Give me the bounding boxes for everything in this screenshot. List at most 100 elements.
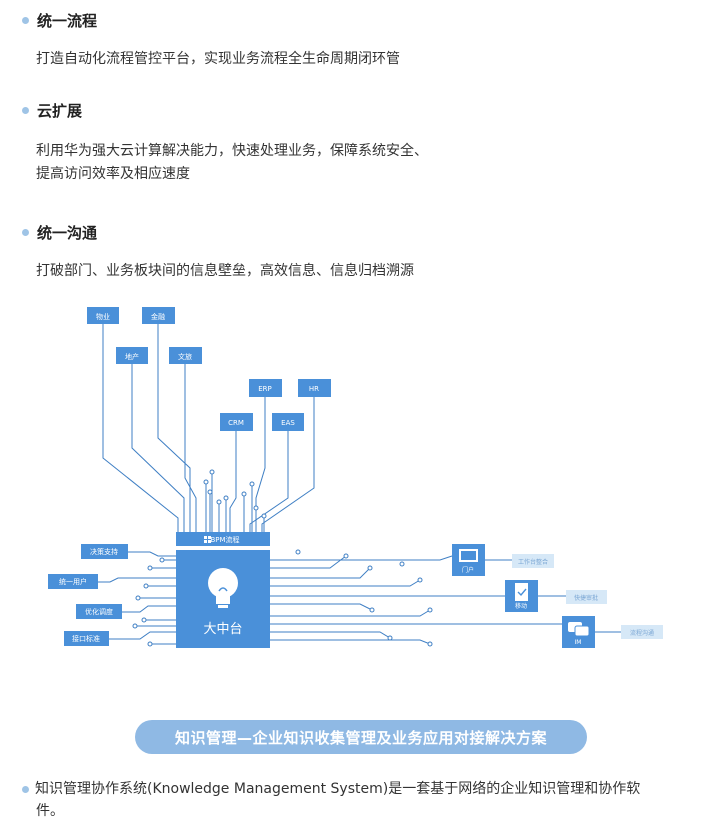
connector-node xyxy=(223,495,229,501)
right-label-chat: 流程沟通 xyxy=(621,625,663,639)
intro-line: 知识管理协作系统(Knowledge Management System)是一套… xyxy=(35,781,641,797)
connector-line xyxy=(109,631,176,640)
section-title-cloud: 云扩展 xyxy=(22,100,82,121)
section-text: 打造自动化流程管控平台，实现业务流程全生命周期闭环管 xyxy=(36,51,400,67)
svg-text:HR: HR xyxy=(309,385,319,393)
connector-node xyxy=(241,491,247,497)
svg-text:文旅: 文旅 xyxy=(178,352,192,361)
connector-line xyxy=(270,639,431,645)
svg-text:移动: 移动 xyxy=(515,602,527,610)
section-title-text: 云扩展 xyxy=(37,102,83,120)
svg-text:地产: 地产 xyxy=(125,352,139,361)
connector-line xyxy=(122,605,176,613)
architecture-diagram: 物业 金融 地产 文旅 ERP HR CRM EAS 决策支持 统一用户 优化调… xyxy=(48,307,663,648)
connector-line xyxy=(98,577,176,583)
section-title-text: 统一沟通 xyxy=(37,224,98,242)
connector-node xyxy=(135,595,141,601)
svg-text:工作台整合: 工作台整合 xyxy=(518,558,548,566)
connector-node xyxy=(147,641,153,647)
svg-text:EAS: EAS xyxy=(281,419,295,427)
connector-node xyxy=(417,577,423,583)
svg-text:CRM: CRM xyxy=(228,419,244,427)
svg-text:IM: IM xyxy=(575,639,582,646)
bpm-grid-icon xyxy=(204,536,211,543)
connector-line xyxy=(184,364,197,532)
connector-line xyxy=(270,567,371,579)
connector-node xyxy=(369,607,375,613)
connector-node xyxy=(427,641,433,647)
section-text-line: 利用华为强大云计算解决能力，快速处理业务，保障系统安全、 xyxy=(36,143,428,159)
svg-text:统一用户: 统一用户 xyxy=(59,577,87,586)
connector-node xyxy=(143,583,149,589)
top-label-crm: CRM xyxy=(220,413,253,431)
connector-line xyxy=(270,603,373,611)
connector-node xyxy=(387,635,393,641)
svg-text:优化调度: 优化调度 xyxy=(85,607,113,616)
connector-node xyxy=(367,565,373,571)
connector-line xyxy=(157,324,191,532)
portal-icon: 门户 xyxy=(452,544,485,576)
connector-node xyxy=(209,469,215,475)
left-label-interface: 接口标准 xyxy=(64,631,109,646)
section-text: 利用华为强大云计算解决能力，快速处理业务，保障系统安全、 提高访问效率及相应速度 xyxy=(36,140,428,186)
connector-node xyxy=(249,481,255,487)
connector-node xyxy=(427,607,433,613)
connector-node xyxy=(141,617,147,623)
connector-line xyxy=(229,431,237,532)
bullet-dot-icon xyxy=(22,107,29,114)
top-label-jinrong: 金融 xyxy=(142,307,175,324)
section-text-line: 提高访问效率及相应速度 xyxy=(36,166,190,182)
svg-text:快捷审批: 快捷审批 xyxy=(574,594,598,602)
svg-text:流程沟通: 流程沟通 xyxy=(630,629,654,637)
connector-line xyxy=(270,555,453,561)
intro-paragraph: 知识管理协作系统(Knowledge Management System)是一套… xyxy=(22,778,702,822)
svg-text:接口标准: 接口标准 xyxy=(72,634,100,643)
connector-node xyxy=(343,553,349,559)
connector-line xyxy=(261,397,315,532)
connector-line xyxy=(255,397,266,532)
connector-node xyxy=(147,565,153,571)
intro-line: 件。 xyxy=(36,803,64,819)
im-icon: IM xyxy=(562,616,595,648)
connector-line xyxy=(102,324,179,532)
left-label-decision: 决策支持 xyxy=(81,544,128,559)
connector-node xyxy=(399,561,405,567)
connector-line xyxy=(131,364,185,532)
connector-line xyxy=(249,431,289,532)
top-label-eas: EAS xyxy=(272,413,304,431)
left-label-user: 统一用户 xyxy=(48,574,98,589)
connector-node xyxy=(216,499,222,505)
connector-node xyxy=(295,549,301,555)
connector-line xyxy=(270,609,431,617)
connector-node xyxy=(261,513,267,519)
connector-line xyxy=(270,631,391,639)
top-label-wenlv: 文旅 xyxy=(169,347,202,364)
svg-text:金融: 金融 xyxy=(151,312,165,321)
solution-banner: 知识管理—企业知识收集管理及业务应用对接解决方案 xyxy=(135,720,587,754)
connector-line xyxy=(270,579,421,587)
connector-line xyxy=(128,551,176,557)
lightbulb-icon xyxy=(208,568,238,608)
svg-text:ERP: ERP xyxy=(258,385,272,393)
top-label-wuye: 物业 xyxy=(87,307,119,324)
bullet-dot-icon xyxy=(22,229,29,236)
right-label-workbench: 工作台整合 xyxy=(512,554,554,568)
svg-text:决策支持: 决策支持 xyxy=(90,547,118,556)
section-title-unified-process: 统一流程 xyxy=(22,10,97,31)
section-title-communication: 统一沟通 xyxy=(22,222,97,243)
connector-node xyxy=(253,505,259,511)
section-text: 打破部门、业务板块间的信息壁垒，高效信息、信息归档溯源 xyxy=(36,263,414,279)
connector-node xyxy=(132,623,138,629)
connector-node xyxy=(159,557,165,563)
hub-platform: 大中台 xyxy=(176,550,270,648)
connector-line xyxy=(270,555,347,569)
bullet-dot-icon xyxy=(22,17,29,24)
section-title-text: 统一流程 xyxy=(37,12,98,30)
connector-node xyxy=(203,479,209,485)
right-label-approval: 快捷审批 xyxy=(566,590,607,604)
top-label-dichan: 地产 xyxy=(116,347,148,364)
mobile-icon: 移动 xyxy=(505,580,538,612)
connector-node xyxy=(207,489,213,495)
bullet-dot-icon xyxy=(22,785,29,793)
hub-bpm-header: BPM流程 xyxy=(176,532,270,546)
